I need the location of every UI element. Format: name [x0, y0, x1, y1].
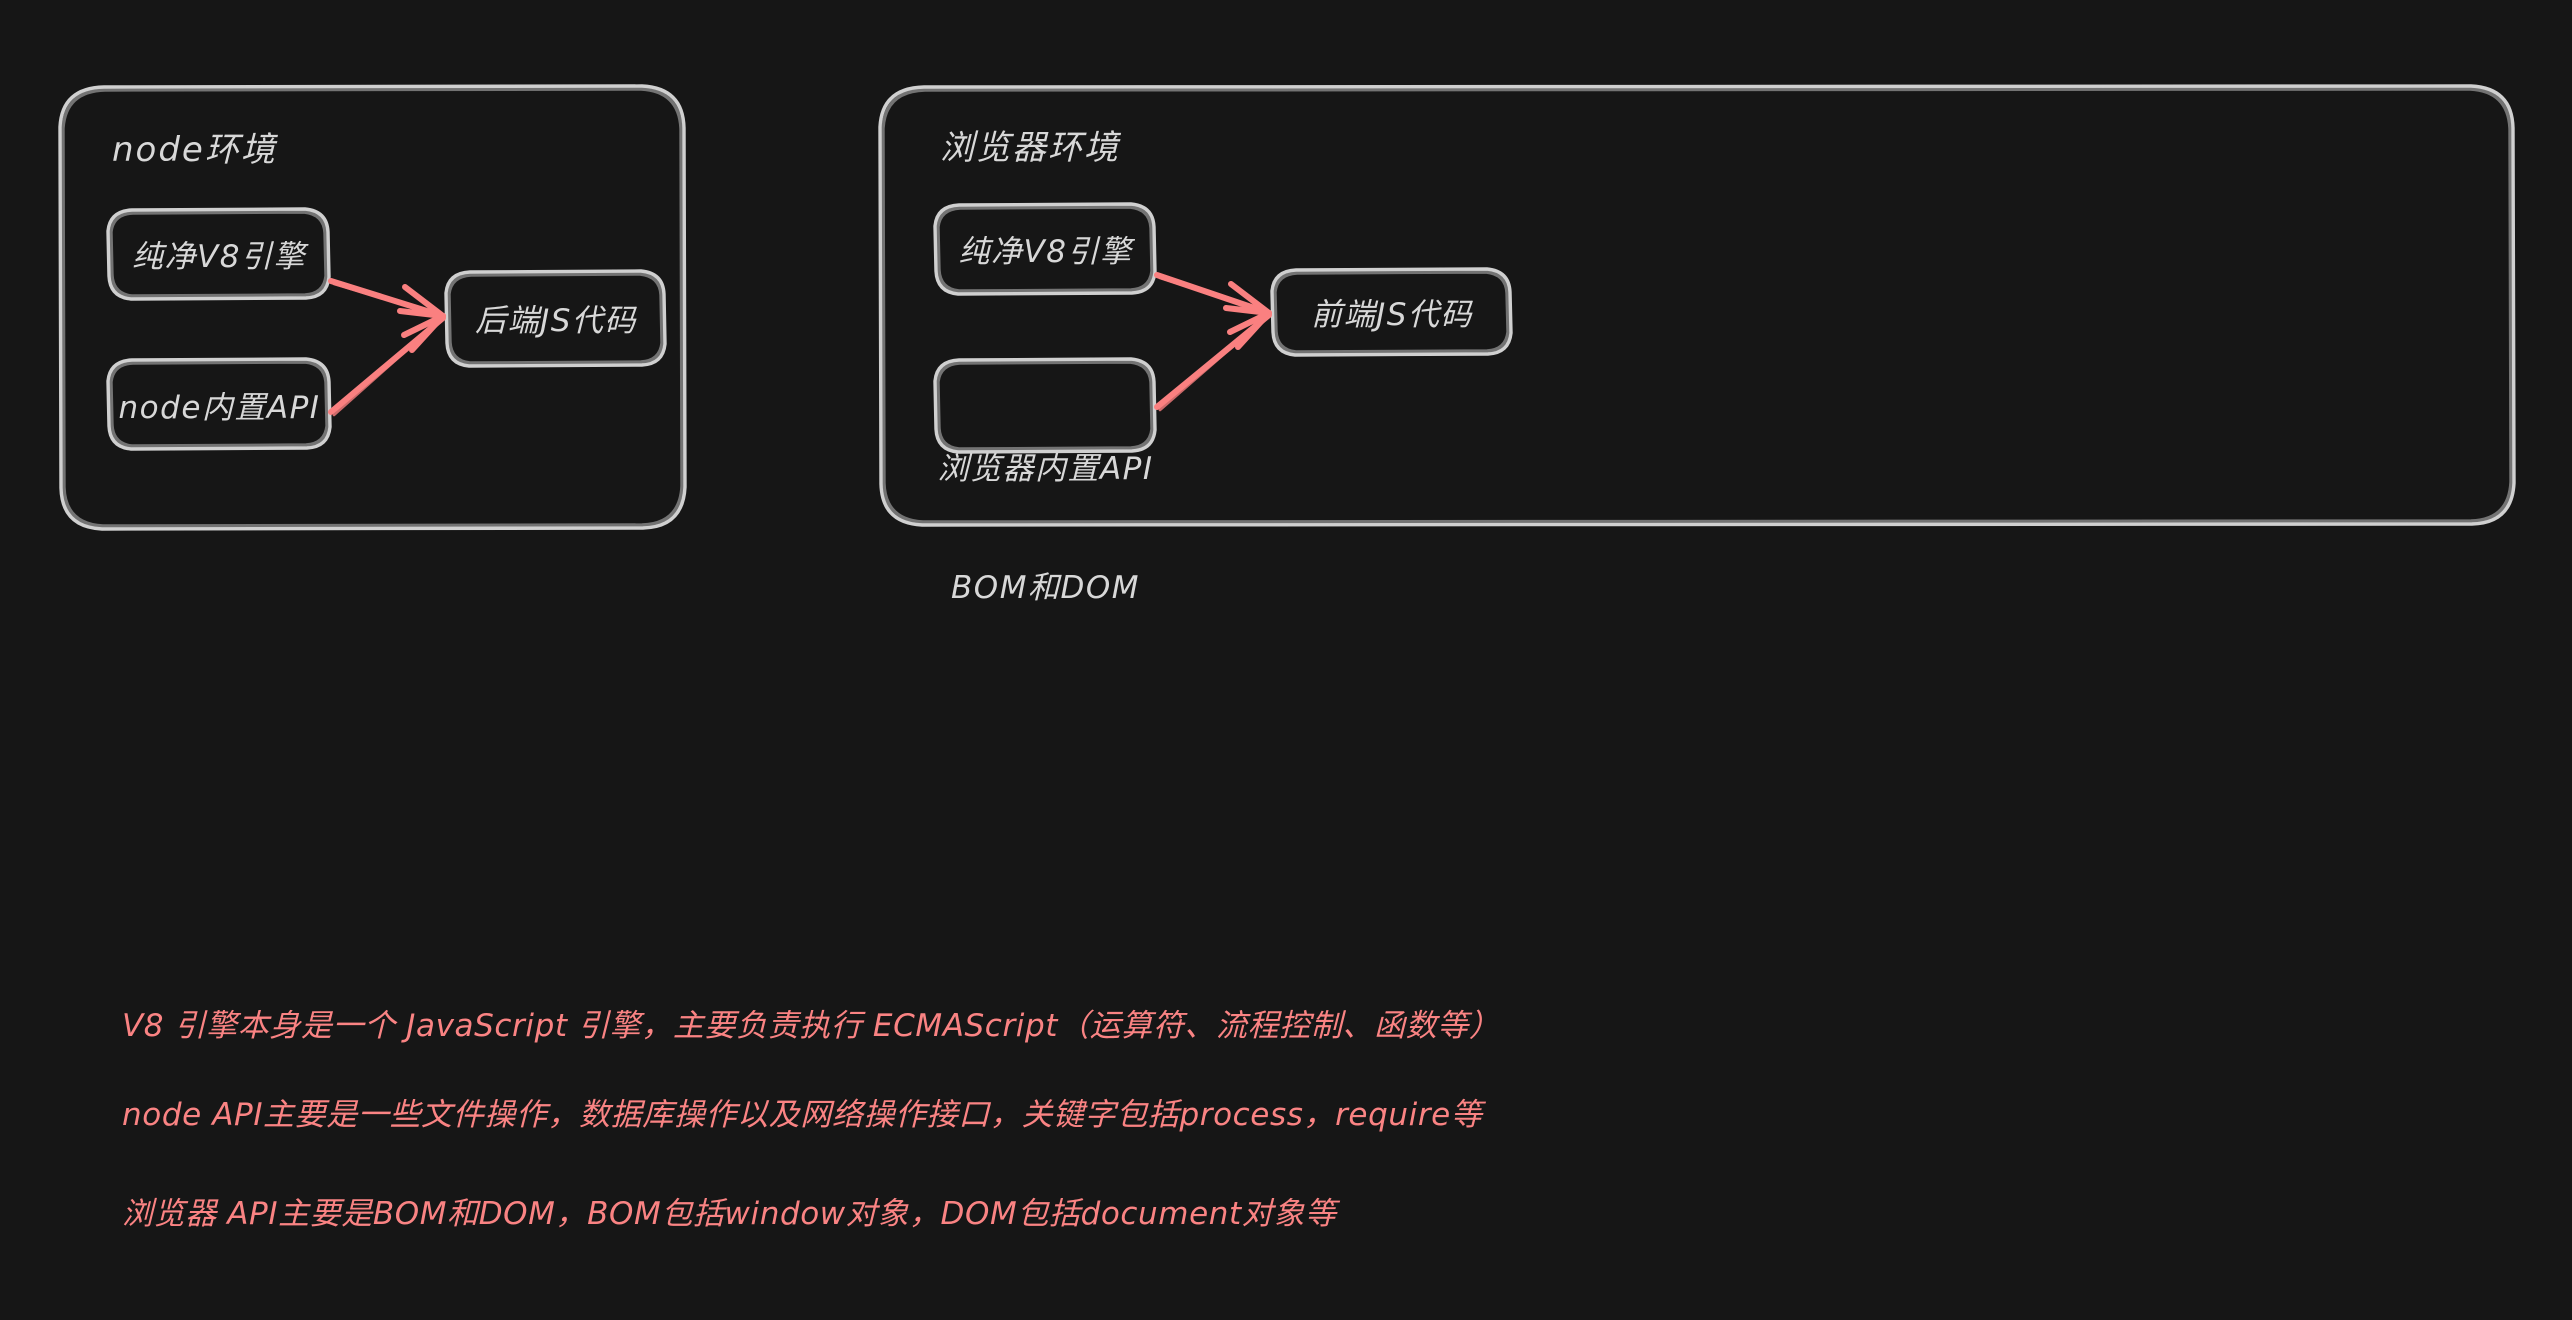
backend-js-label: 后端JS代码	[475, 303, 637, 339]
browser-api-label-line2: BOM和DOM	[951, 570, 1140, 607]
frontend-js-box	[1270, 267, 1513, 357]
arrow-node-api-to-backend	[328, 315, 446, 417]
frontend-js-label: 前端JS代码	[1311, 297, 1473, 333]
arrow-node-v8-to-backend	[328, 278, 446, 353]
browser-v8-label: 纯净V8引擎	[958, 234, 1133, 270]
node-environment-title: node环境	[112, 130, 277, 170]
note-line-1: V8 引擎本身是一个 JavaScript 引擎，主要负责执行 ECMAScri…	[122, 1008, 1501, 1044]
browser-api-box	[933, 357, 1157, 454]
backend-js-box	[444, 269, 667, 368]
browser-environment-container	[878, 84, 2516, 527]
node-v8-label: 纯净V8引擎	[132, 239, 306, 275]
arrow-browser-v8-to-frontend	[1154, 272, 1272, 350]
browser-environment-title: 浏览器环境	[940, 128, 1120, 168]
note-line-3: 浏览器 API主要是BOM和DOM，BOM包括window对象，DOM包括doc…	[122, 1196, 1337, 1232]
arrow-browser-api-to-frontend	[1154, 312, 1272, 412]
note-line-2: node API主要是一些文件操作，数据库操作以及网络操作接口，关键字包括pro…	[122, 1097, 1483, 1133]
browser-api-label: 浏览器内置API BOM和DOM	[936, 371, 1155, 688]
node-environment-container	[58, 84, 687, 531]
node-v8-box	[106, 207, 331, 301]
node-api-box	[106, 357, 332, 451]
browser-v8-box	[933, 202, 1157, 296]
node-api-label: node内置API	[118, 390, 321, 426]
browser-api-label-line1: 浏览器内置API	[937, 451, 1154, 488]
